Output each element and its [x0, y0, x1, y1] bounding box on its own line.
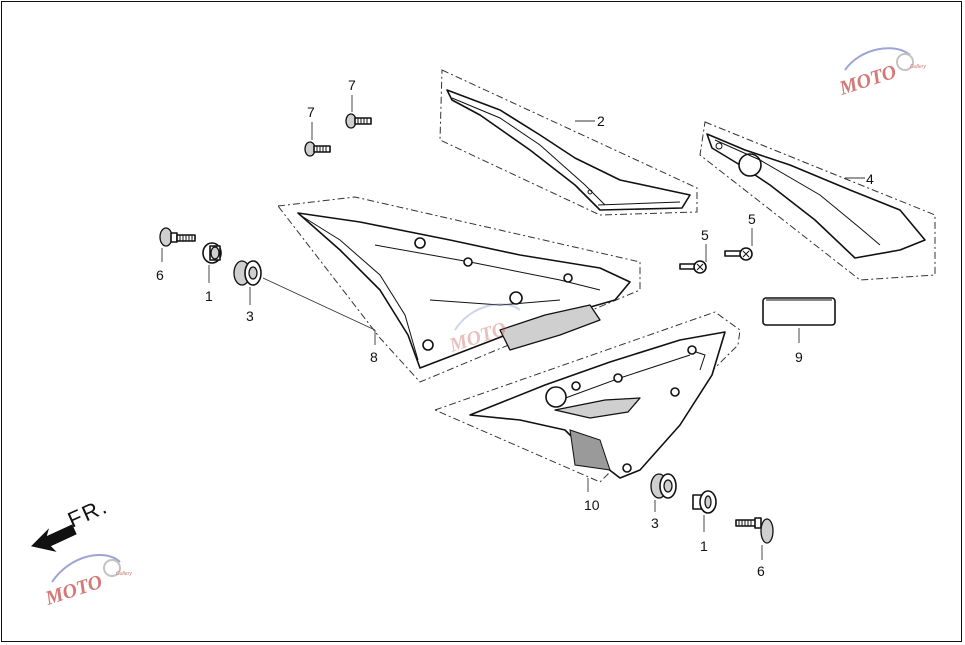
- watermark-sub-text: Gallery: [116, 571, 132, 577]
- watermark-top-right: MOTO Gallery: [836, 47, 926, 100]
- callout-1-right: 1: [700, 538, 708, 554]
- watermark-logo-text: MOTO: [836, 61, 899, 100]
- gear-icon: [103, 559, 121, 577]
- callout-9: 9: [795, 349, 803, 365]
- part-1-collar-right: 1: [692, 490, 717, 554]
- part-7-bolt-upper: 7: [345, 77, 372, 129]
- front-direction-label: FR.: [64, 493, 112, 533]
- callout-1-left: 1: [205, 288, 213, 304]
- callout-6-right: 6: [757, 563, 765, 579]
- part-5-screw-right: 5: [724, 211, 756, 261]
- part-3-grommet-left: 3: [233, 260, 376, 331]
- watermark-sub-text: Gallery: [910, 64, 926, 70]
- callout-4: 4: [866, 171, 874, 187]
- part-6-screw-left: 6: [156, 227, 196, 283]
- callout-3-right: 3: [651, 515, 659, 531]
- part-7-bolt-lower: 7: [304, 104, 331, 157]
- callout-8: 8: [370, 349, 378, 365]
- part-2-rear-upper-cover: 2: [439, 69, 698, 216]
- callout-3-left: 3: [246, 308, 254, 324]
- callout-5-left: 5: [701, 227, 709, 243]
- part-10-right-side-cover: 10: [433, 311, 741, 513]
- callout-5-right: 5: [748, 211, 756, 227]
- callout-7-lower: 7: [307, 104, 315, 120]
- callout-6-left: 6: [156, 267, 164, 283]
- part-3-grommet-right: 3: [650, 473, 677, 531]
- part-4-rear-side-cover: 4: [699, 121, 936, 281]
- front-direction-indicator: FR.: [30, 493, 112, 552]
- callout-10: 10: [584, 497, 600, 513]
- watermark-bottom-left: MOTO Gallery: [42, 554, 132, 610]
- part-6-screw-right: 6: [735, 517, 774, 579]
- front-arrow-icon: [30, 524, 77, 552]
- part-8-left-side-cover: 8: [277, 196, 641, 383]
- part-5-screw-left: 5: [679, 227, 709, 274]
- callout-7-upper: 7: [348, 77, 356, 93]
- part-9-pad: 9: [762, 297, 836, 365]
- watermark-logo-text: MOTO: [42, 571, 105, 610]
- gear-icon: [896, 53, 914, 71]
- callout-2: 2: [597, 113, 605, 129]
- part-1-collar-left: 1: [202, 242, 222, 304]
